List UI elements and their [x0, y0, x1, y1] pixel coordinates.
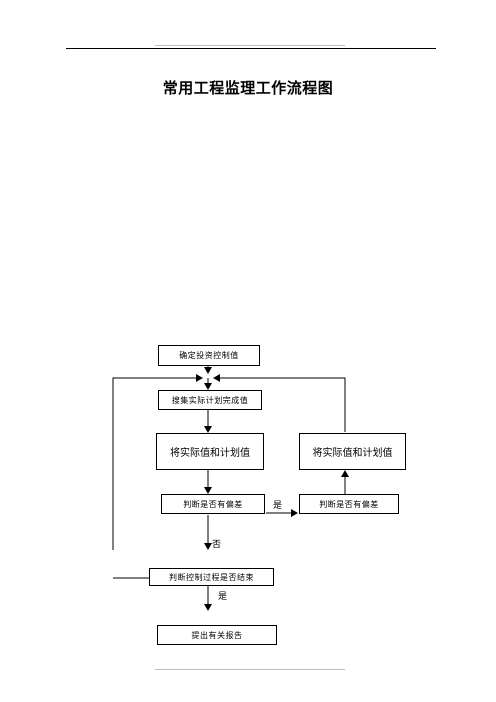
box-collect-actual-values: 搜集实际计划完成值 [158, 390, 262, 410]
page-title: 常用工程监理工作流程图 [162, 79, 334, 97]
connector-right-loop [213, 374, 346, 432]
box-check-deviation-right: 判断是否有偏差 [299, 494, 399, 514]
label-yes-right: 是 [273, 501, 283, 511]
box-issue-report: 提出有关报告 [157, 625, 277, 645]
label-no-down: 否 [212, 540, 222, 550]
header-thin-rule [155, 45, 345, 46]
footer-thin-rule [155, 669, 345, 670]
box-compare-actual-planned-right: 将实际值和计划值 [299, 433, 406, 470]
header-rule [66, 48, 436, 49]
box-determine-control-value: 确定投资控制值 [158, 345, 260, 366]
label-yes-down: 是 [218, 592, 228, 602]
box-check-process-end: 判断控制过程是否结束 [149, 568, 274, 586]
box-compare-actual-planned-left: 将实际值和计划值 [156, 433, 264, 470]
connector-left-loop [112, 374, 203, 550]
box-check-deviation-left: 判断是否有偏差 [161, 494, 265, 514]
